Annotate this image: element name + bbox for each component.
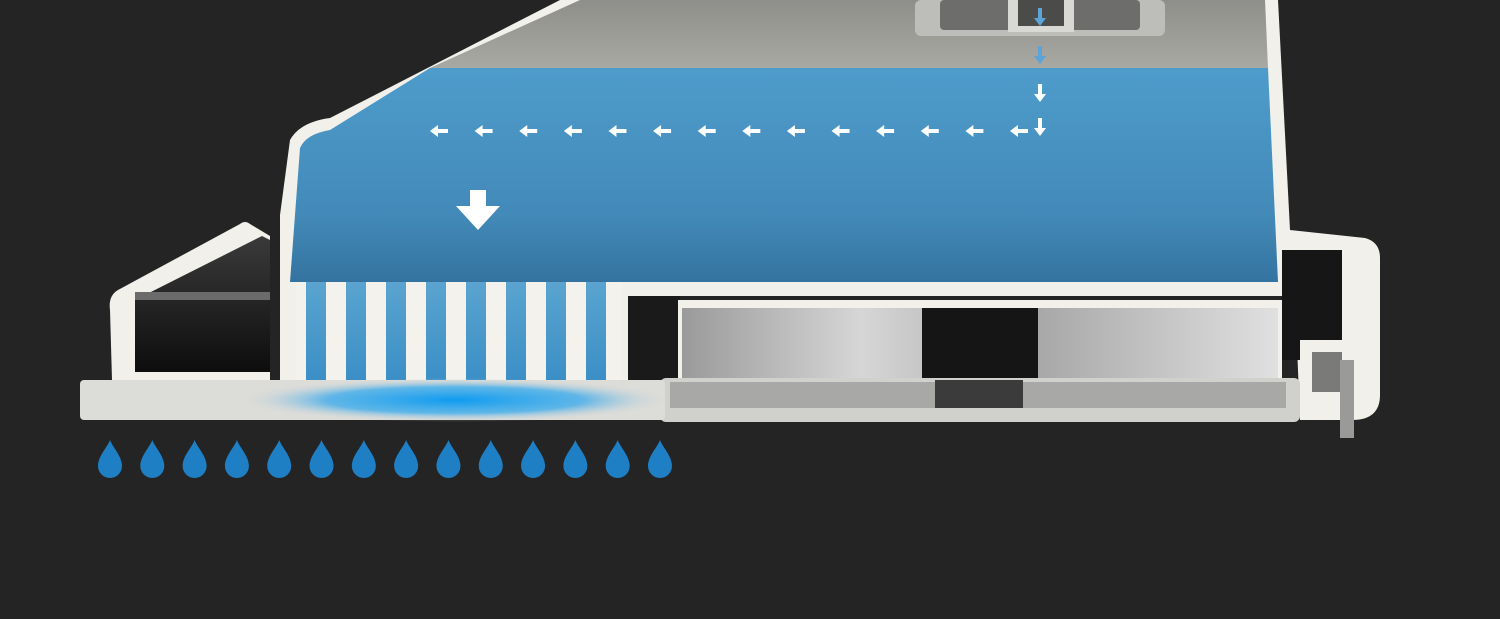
flow-arrow-left [742,125,761,137]
flow-arrow-left [965,125,984,137]
outlet-slit [346,282,366,380]
flow-arrow-left [430,125,448,137]
flow-arrow-left [474,125,493,137]
vertical-flow-arrows [1034,8,1046,136]
flow-arrow-left [697,125,716,137]
water-drop [521,440,546,479]
outlet-slit-block [296,282,622,380]
water-drop [648,440,672,478]
flow-arrow-left [519,125,538,137]
water-drop [224,440,249,479]
motor-housing [628,250,1358,438]
water-drop [98,440,122,478]
water-drop [605,440,630,479]
outlet-slit [386,282,406,380]
left-cavity [135,236,270,372]
flow-arrow-left [876,125,895,137]
outlet-slit [506,282,526,380]
water-drop [309,440,334,479]
flow-arrow-down [1034,84,1046,102]
flow-arrow-down [1034,8,1046,26]
water-drop [394,440,419,479]
flow-arrow-left [831,125,850,137]
outlet-slits [306,282,606,380]
flow-arrow-left [608,125,627,137]
water-drop [563,440,588,479]
water-reservoir [290,68,1278,282]
flow-arrow-left [786,125,805,137]
water-drop [182,440,207,479]
outlet-slit [306,282,326,380]
flow-arrow-left [563,125,582,137]
big-down-arrow [456,190,500,230]
flow-arrow-down [1034,118,1046,136]
water-glow [240,378,670,422]
water-drop [140,440,165,479]
outlet-slit [466,282,486,380]
flow-arrow-down [1034,46,1046,64]
flow-arrow-left [1010,125,1028,137]
flow-arrow-left [653,125,672,137]
water-drop [267,440,292,479]
horizontal-flow-arrows [430,125,1028,137]
water-drop [478,440,503,479]
left-cavity-strip [135,292,270,300]
water-drops [98,440,672,479]
water-drop [351,440,376,479]
water-drop [436,440,461,479]
flow-arrow-left [920,125,939,137]
outlet-slit [546,282,566,380]
outlet-slit [586,282,606,380]
outlet-slit [426,282,446,380]
